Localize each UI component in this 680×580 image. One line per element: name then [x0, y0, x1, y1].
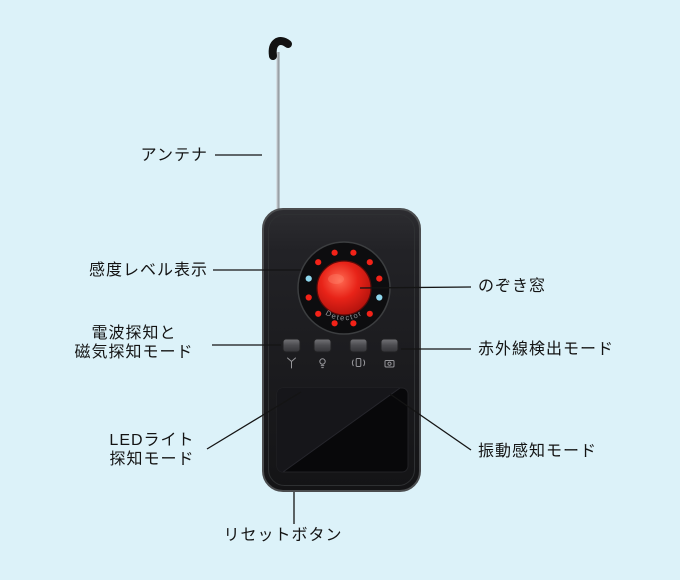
vibration-mode-button: [349, 338, 368, 353]
led-dot: [366, 310, 373, 317]
led-dot: [331, 320, 338, 327]
led-dot: [305, 294, 312, 301]
led-dot: [315, 259, 322, 266]
label-radio-magnetic-line1: 電波探知と: [91, 325, 177, 342]
screen-reflection: [277, 388, 400, 472]
device-screen: [276, 387, 409, 473]
device-inner-frame: [268, 214, 415, 486]
radio-mode-button: [282, 338, 301, 353]
led-mode-button: [313, 338, 332, 353]
lens-highlight: [328, 274, 344, 284]
antenna-tip: [268, 37, 292, 60]
led-dot: [315, 310, 322, 317]
label-reset-button: リセットボタン: [223, 527, 343, 544]
callout-line-led: [206, 391, 302, 450]
label-led-mode: LEDライト 探知モード: [72, 431, 232, 469]
led-light-icon: [319, 358, 326, 369]
label-radio-magnetic-mode: 電波探知と 磁気探知モード: [60, 324, 208, 362]
label-sensitivity-level: 感度レベル表示: [88, 262, 208, 279]
led-dot: [350, 320, 357, 327]
camera-mode-button: [380, 338, 399, 353]
label-led-line2: 探知モード: [109, 451, 195, 468]
label-infrared-mode: 赤外線検出モード: [478, 341, 615, 358]
led-dot: [331, 249, 338, 256]
callout-line-vibration: [389, 393, 472, 451]
antenna: [268, 37, 292, 213]
sensitivity-led-dots: [305, 249, 383, 327]
callout-line-peephole: [359, 286, 472, 289]
detector-brand-text: Detector: [324, 308, 364, 322]
mode-button-icons: [287, 357, 395, 369]
label-antenna: アンテナ: [140, 147, 208, 164]
label-led-line1: LEDライト: [109, 432, 195, 449]
label-peephole: のぞき窓: [478, 278, 547, 295]
vibration-icon: [351, 358, 366, 367]
led-dot-blue: [376, 294, 383, 301]
label-radio-magnetic-line2: 磁気探知モード: [74, 344, 194, 361]
label-vibration-mode: 振動感知モード: [478, 443, 598, 460]
callout-lines: [206, 154, 472, 524]
mode-buttons: [282, 338, 399, 353]
led-dot: [376, 275, 383, 282]
camera-icon: [384, 360, 395, 368]
led-dot-blue: [305, 275, 312, 282]
led-dot: [350, 249, 357, 256]
led-dot: [366, 259, 373, 266]
radio-wave-icon: [287, 357, 296, 369]
